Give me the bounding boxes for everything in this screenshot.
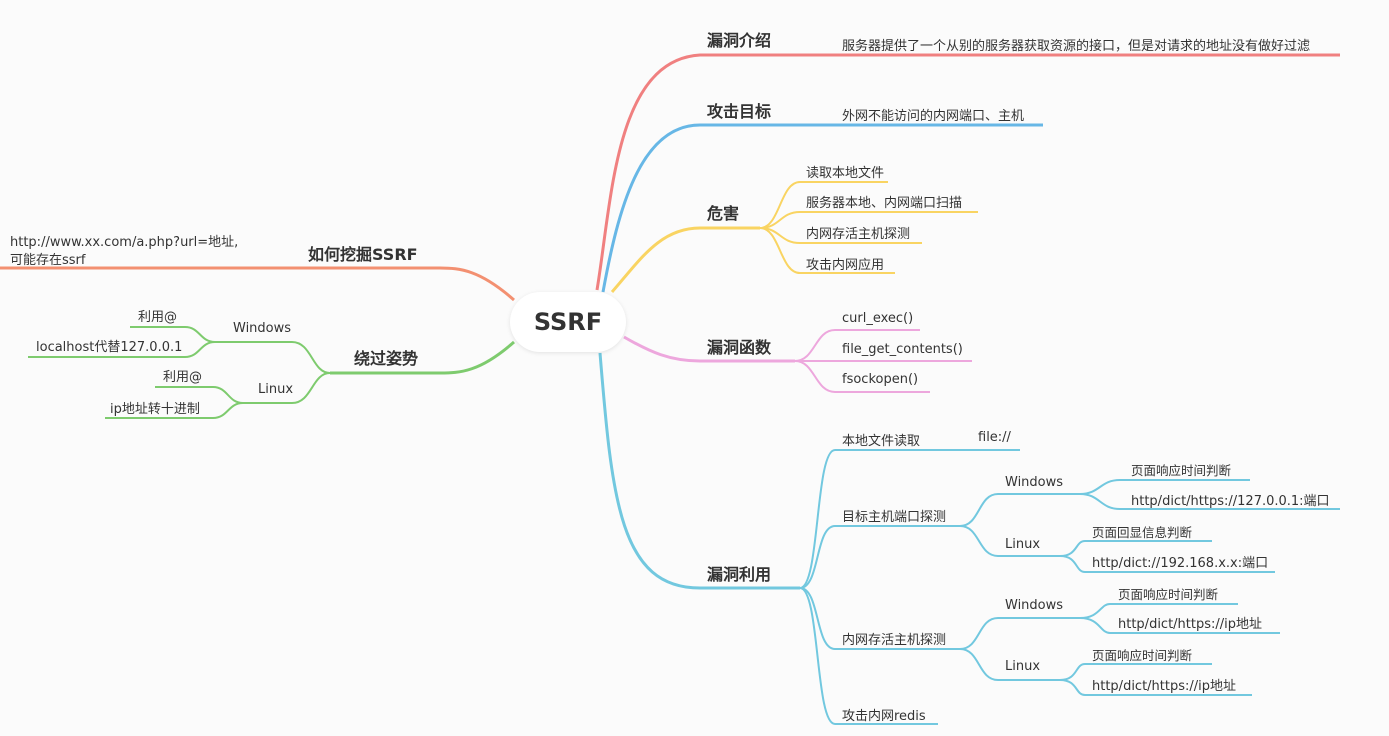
branch-target-line [601,123,1043,293]
topic-harm[interactable]: 危害 [707,204,740,223]
exploit-edge-local [799,449,1020,589]
topic-exploit[interactable]: 漏洞利用 [707,565,772,584]
function-item[interactable]: fsockopen() [842,372,919,387]
port-scan-linux-item[interactable]: 页面回显信息判断 [1092,525,1193,540]
port-scan-linux[interactable]: Linux [1005,537,1041,552]
bypass-edge-linux [243,372,331,404]
branch-find-line [0,266,515,302]
exploit-edge-portscan [799,525,960,589]
exploit-edge-redis [799,587,938,725]
harm-edge-4 [759,227,895,274]
functions-edge-3 [794,360,930,393]
bypass-windows-item[interactable]: 利用@ [138,310,178,325]
harm-item[interactable]: 服务器本地、内网端口扫描 [806,196,963,211]
hostdetect-edge-windows [959,617,1080,650]
host-detect-linux-item[interactable]: http/dict/https://ip地址 [1092,679,1237,694]
intro-desc[interactable]: 服务器提供了一个从别的服务器获取资源的接口，但是对请求的地址没有做好过滤 [842,39,1311,54]
root-node[interactable]: SSRF [510,292,626,352]
bypass-linux-item[interactable]: ip地址转十进制 [110,402,200,417]
bypass-edge-windows [215,341,331,374]
bypass-linux-item[interactable]: 利用@ [163,370,203,385]
port-scan-windows[interactable]: Windows [1005,475,1064,490]
hostdetect-edge-linux [959,648,1060,681]
bypass-win-edge-2 [28,341,216,358]
exploit-local-read[interactable]: 本地文件读取 [842,434,921,449]
find-desc-line1[interactable]: http://www.xx.com/a.php?url=地址, [10,235,239,250]
portscan-edge-windows [959,493,1080,527]
portscan-lin-edge-2 [1059,555,1275,573]
port-scan-windows-item[interactable]: 页面响应时间判断 [1131,463,1232,478]
host-detect-windows-item[interactable]: 页面响应时间判断 [1118,587,1219,602]
hostdetect-lin-edge-2 [1059,679,1252,696]
exploit-port-scan[interactable]: 目标主机端口探测 [842,510,947,525]
topic-find[interactable]: 如何挖掘SSRF [308,245,418,264]
topic-bypass[interactable]: 绕过姿势 [354,349,419,368]
bypass-lin-edge-2 [105,402,244,419]
host-detect-windows[interactable]: Windows [1005,598,1064,613]
harm-edge-1 [759,181,888,229]
exploit-host-detect[interactable]: 内网存活主机探测 [842,633,947,648]
harm-item[interactable]: 内网存活主机探测 [806,227,911,242]
port-scan-windows-item[interactable]: http/dict/https://127.0.0.1:端口 [1131,494,1330,509]
harm-item[interactable]: 攻击内网应用 [806,258,885,273]
bypass-windows-item[interactable]: localhost代替127.0.0.1 [36,340,183,355]
hostdetect-win-edge-2 [1079,617,1280,634]
harm-edge-2 [759,211,978,229]
bypass-windows[interactable]: Windows [233,321,292,336]
portscan-edge-linux [959,525,1060,557]
harm-item[interactable]: 读取本地文件 [806,166,885,181]
branch-harm-line [610,226,760,293]
topic-functions[interactable]: 漏洞函数 [707,338,772,357]
branch-bypass-line [330,340,515,375]
branch-exploit-line [598,352,800,590]
function-item[interactable]: file_get_contents() [842,342,963,357]
bypass-linux[interactable]: Linux [258,382,294,397]
branch-functions-line [623,335,795,363]
host-detect-windows-item[interactable]: http/dict/https://ip地址 [1118,617,1263,632]
exploit-local-read-value[interactable]: file:// [978,430,1011,445]
find-desc-line2[interactable]: 可能存在ssrf [10,253,86,268]
port-scan-linux-item[interactable]: http/dict://192.168.x.x:端口 [1092,556,1269,571]
host-detect-linux[interactable]: Linux [1005,659,1041,674]
exploit-edge-hostdetect [799,587,960,650]
functions-edge-1 [794,329,920,362]
branch-intro-line [595,53,1340,291]
host-detect-linux-item[interactable]: 页面响应时间判断 [1092,648,1193,663]
topic-target[interactable]: 攻击目标 [707,102,772,121]
topic-intro[interactable]: 漏洞介绍 [707,31,772,50]
exploit-redis[interactable]: 攻击内网redis [842,709,926,724]
function-item[interactable]: curl_exec() [842,311,914,326]
target-desc[interactable]: 外网不能访问的内网端口、主机 [842,109,1025,124]
portscan-win-edge-2 [1079,493,1340,510]
